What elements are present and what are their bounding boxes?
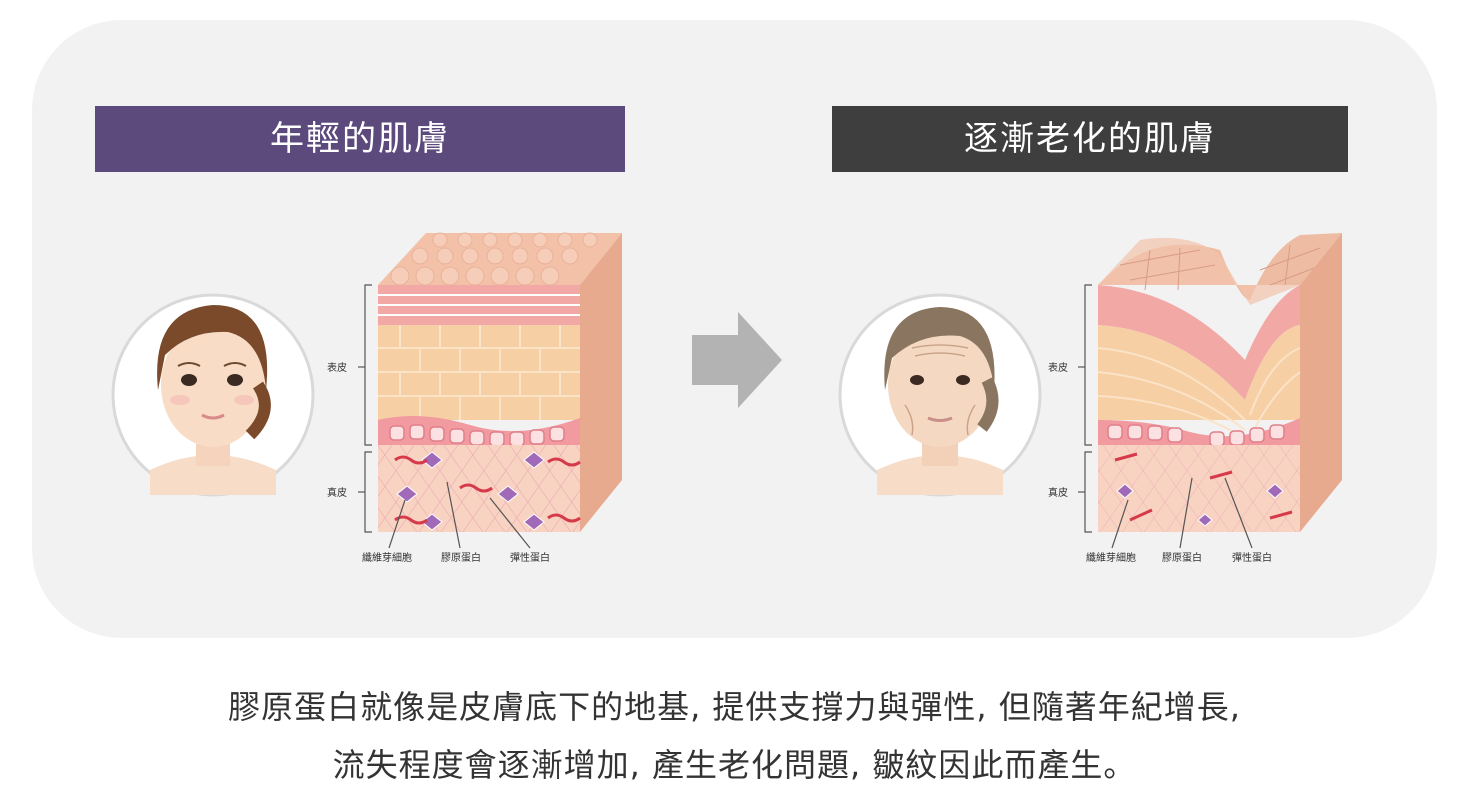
right-collagen-label: 膠原蛋白 — [1162, 551, 1202, 564]
aging-skin-title: 逐漸老化的肌膚 — [832, 106, 1348, 172]
aging-skin-cross-section — [1078, 233, 1342, 549]
young-skin-cross-section — [358, 232, 622, 549]
right-elastin-label: 彈性蛋白 — [1232, 551, 1272, 564]
right-epidermis-label: 表皮 — [1048, 361, 1068, 374]
aging-face-avatar — [838, 293, 1042, 497]
young-face-avatar — [111, 293, 315, 497]
arrow-right-icon — [692, 312, 782, 408]
left-epidermis-label: 表皮 — [327, 361, 347, 374]
left-fibroblast-label: 纖維芽細胞 — [362, 551, 412, 564]
young-skin-title: 年輕的肌膚 — [95, 106, 625, 172]
left-dermis-label: 真皮 — [327, 486, 347, 499]
left-collagen-label: 膠原蛋白 — [441, 551, 481, 564]
caption-line-1: 膠原蛋白就像是皮膚底下的地基, 提供支撐力與彈性, 但隨著年紀增長, — [228, 688, 1241, 726]
left-elastin-label: 彈性蛋白 — [510, 551, 550, 564]
right-fibroblast-label: 纖維芽細胞 — [1086, 551, 1136, 564]
caption-line-2: 流失程度會逐漸增加, 產生老化問題, 皺紋因此而產生。 — [332, 746, 1137, 784]
right-dermis-label: 真皮 — [1048, 486, 1068, 499]
